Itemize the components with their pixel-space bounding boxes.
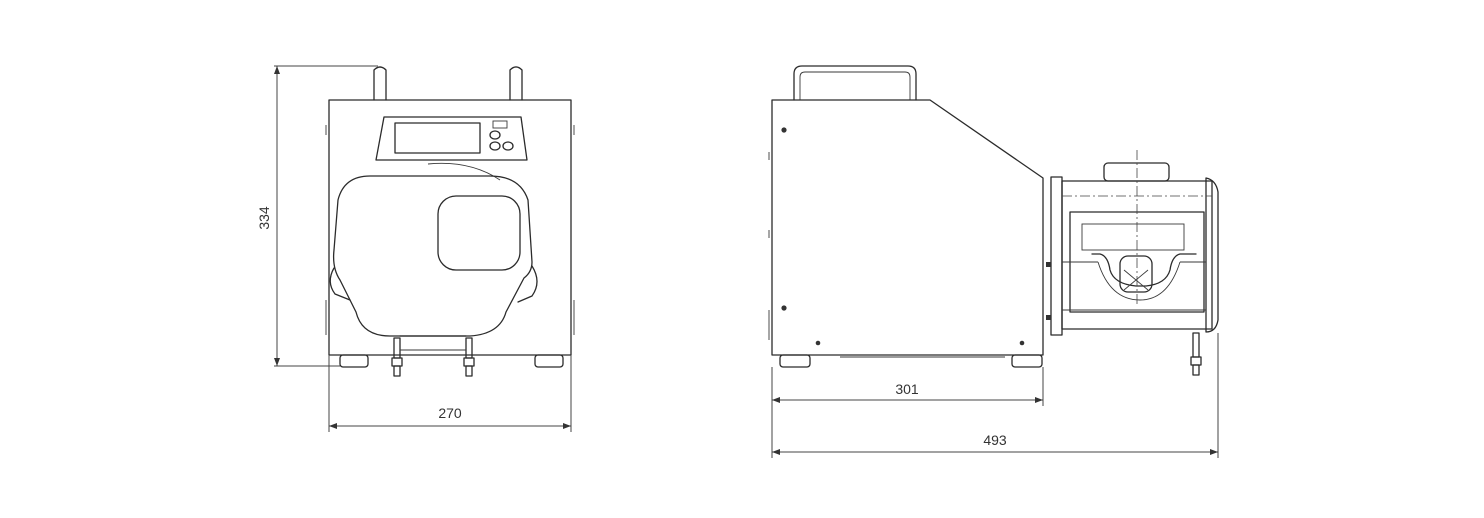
panel-button — [489, 130, 501, 140]
panel-button — [489, 141, 501, 151]
front-feet — [339, 354, 564, 368]
side-feet — [779, 354, 1043, 368]
body-length-dimension-label: 301 — [895, 381, 919, 397]
side-view: 301 493 — [768, 65, 1219, 458]
mount-flange — [1050, 176, 1063, 336]
dimension-height: 334 — [256, 65, 378, 367]
front-view: 334 270 — [256, 65, 575, 432]
side-tube-connector — [1190, 332, 1202, 376]
front-handles — [373, 66, 523, 101]
dimension-total-length: 493 — [772, 333, 1219, 458]
side-pump-head — [1061, 162, 1219, 333]
panel-button — [502, 141, 514, 151]
width-dimension-label: 270 — [438, 405, 462, 421]
front-casing — [328, 99, 572, 356]
dimension-body-length: 301 — [771, 367, 1044, 458]
side-casing — [771, 99, 1044, 356]
side-screws — [781, 127, 1025, 346]
tube-connectors — [391, 335, 475, 377]
pump-window — [437, 195, 521, 271]
lcd-screen — [394, 122, 481, 154]
total-length-dimension-label: 493 — [983, 432, 1007, 448]
dimension-width: 270 — [328, 355, 572, 432]
side-handle — [793, 65, 917, 101]
height-dimension-label: 334 — [256, 206, 272, 230]
front-pump-head — [329, 175, 538, 337]
control-panel — [375, 116, 528, 181]
